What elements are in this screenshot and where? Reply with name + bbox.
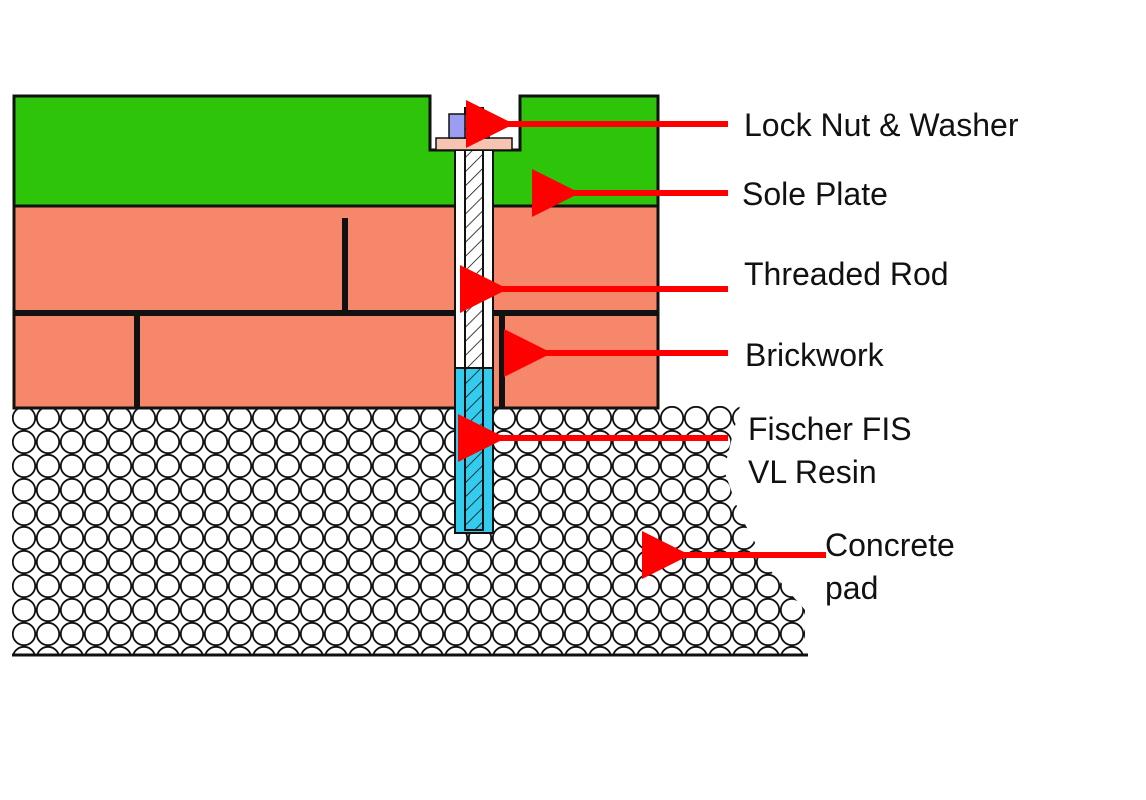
concrete-pad [12, 406, 808, 657]
label-concrete-line1: Concrete [825, 527, 955, 563]
label-concrete-line2: pad [825, 570, 878, 606]
sole-plate [12, 94, 660, 208]
label-brickwork: Brickwork [745, 337, 885, 373]
label-lock-nut: Lock Nut & Washer [744, 107, 1019, 143]
label-resin-line2: VL Resin [748, 454, 877, 490]
label-threaded-rod: Threaded Rod [744, 256, 949, 292]
washer [435, 137, 513, 151]
brickwork [12, 203, 660, 410]
rod-top [464, 107, 484, 139]
threaded-rod [464, 107, 484, 531]
callout-arrows [458, 100, 826, 579]
label-resin-line1: Fischer FIS [748, 411, 912, 447]
callout-labels: Lock Nut & Washer Sole Plate Threaded Ro… [742, 107, 1019, 606]
label-sole-plate: Sole Plate [742, 176, 888, 212]
